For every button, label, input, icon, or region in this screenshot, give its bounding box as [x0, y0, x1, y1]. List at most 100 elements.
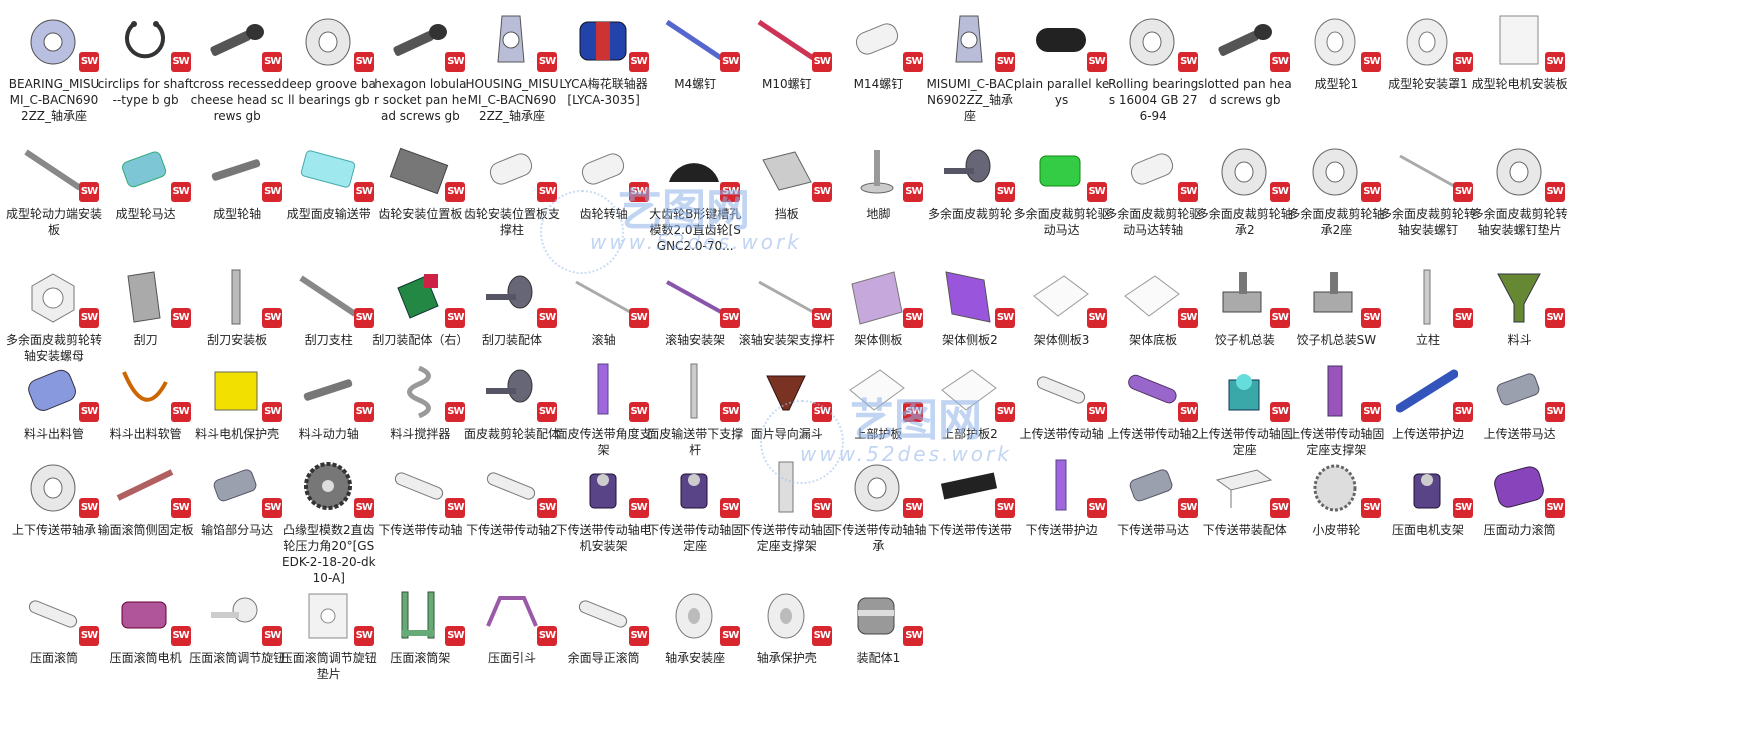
solidworks-badge-icon: SW: [811, 402, 832, 422]
file-label: 多余面皮裁剪轮转轴安装螺钉: [1380, 207, 1477, 237]
solidworks-badge-icon: SW: [445, 182, 466, 202]
solidworks-badge-icon: SW: [628, 52, 649, 72]
solidworks-badge-icon: SW: [903, 498, 924, 518]
